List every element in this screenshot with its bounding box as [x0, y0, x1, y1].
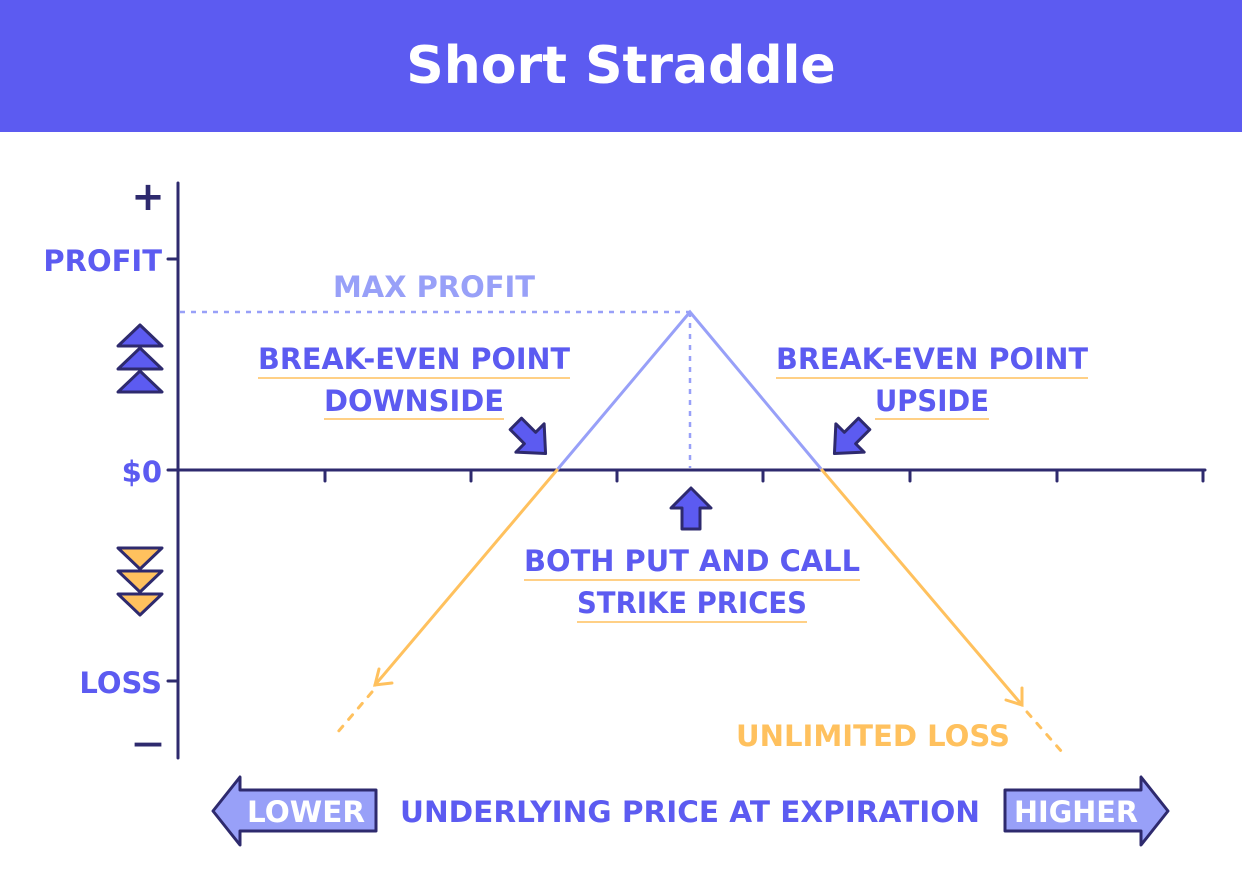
plus-label: +: [131, 174, 165, 220]
profit-label: PROFIT: [43, 244, 162, 278]
loss-label: LOSS: [79, 666, 162, 700]
breakeven-downside-line2: DOWNSIDE: [324, 384, 504, 418]
payoff-profit-segment: [555, 309, 824, 471]
strike-line2: STRIKE PRICES: [577, 586, 807, 620]
lower-arrow: LOWER: [211, 775, 378, 847]
breakeven-down-arrow-icon: [508, 416, 548, 456]
zero-label: $0: [122, 455, 162, 489]
page-title: Short Straddle: [406, 36, 836, 96]
loss-triangles-icon: [116, 546, 164, 617]
profit-triangles-icon: [116, 323, 164, 394]
strike-line1: BOTH PUT AND CALL: [524, 544, 860, 578]
x-axis-label: UNDERLYING PRICE AT EXPIRATION: [400, 795, 980, 829]
breakeven-downside-line1: BREAK-EVEN POINT: [258, 342, 570, 376]
left-arrow-icon: [211, 775, 378, 847]
x-axis: [166, 468, 1207, 483]
higher-label: HIGHER: [1014, 795, 1138, 829]
max-profit-label: MAX PROFIT: [333, 270, 535, 304]
unlimited-loss-label: UNLIMITED LOSS: [736, 719, 1010, 753]
lower-label: LOWER: [247, 795, 365, 829]
right-arrow-icon: [1003, 775, 1170, 847]
max-profit-guides: [180, 310, 692, 468]
title-banner: Short Straddle: [0, 0, 1242, 132]
strike-arrow-icon: [669, 486, 713, 531]
minus-label: —: [133, 726, 163, 761]
payoff-loss-segment: [335, 468, 1064, 754]
higher-arrow: HIGHER: [1003, 775, 1170, 847]
breakeven-up-arrow-icon: [832, 416, 872, 456]
breakeven-upside-line2: UPSIDE: [875, 384, 989, 418]
breakeven-upside-line1: BREAK-EVEN POINT: [776, 342, 1088, 376]
